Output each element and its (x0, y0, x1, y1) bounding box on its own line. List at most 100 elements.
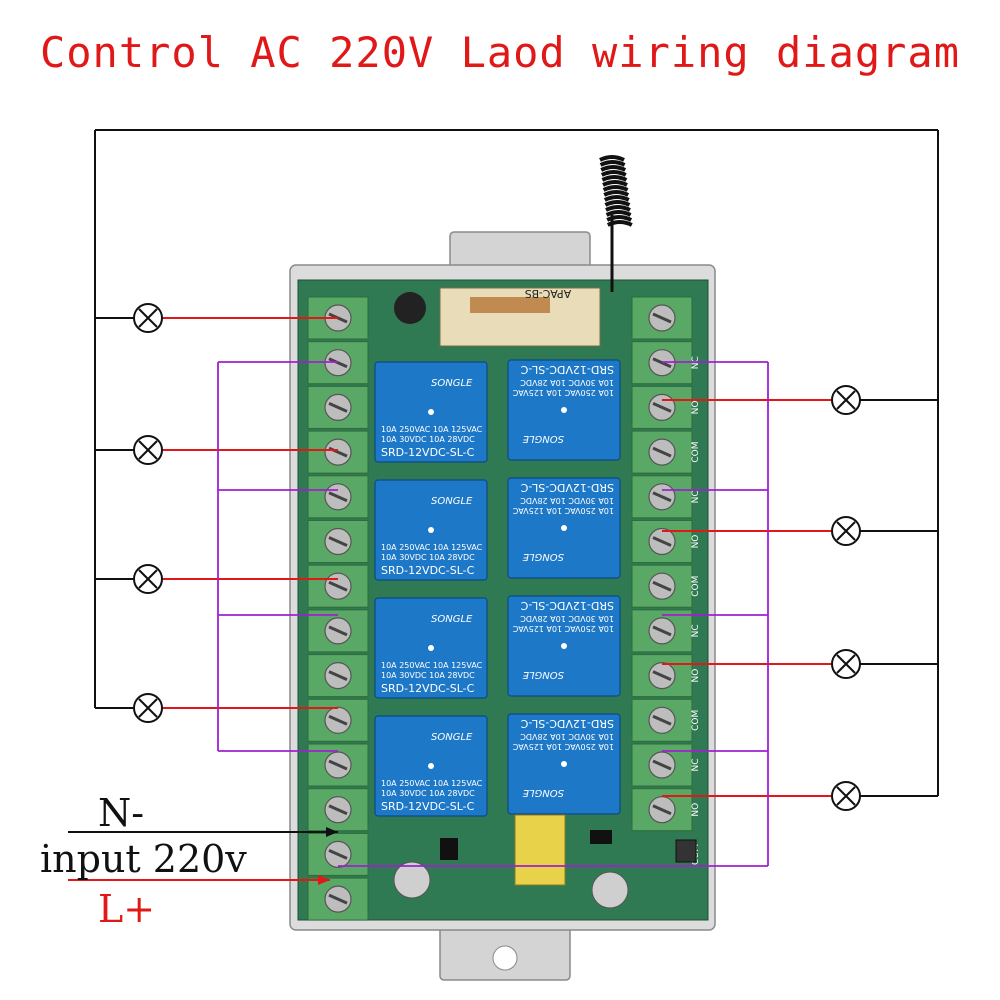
antenna-coil-turn (601, 175, 628, 182)
relay-brand: SONGLE (522, 551, 564, 562)
screw-terminal-icon (307, 832, 369, 876)
terminal-tag: NO (691, 535, 701, 549)
lamp-loads (133, 303, 861, 811)
lamp-x-circle-icon (831, 516, 861, 546)
relay-model: SRD-12VDC-SL-C (381, 682, 475, 695)
antenna-coil-turn (599, 160, 626, 167)
relay-rating-2: 10A 30VDC 10A 28VDC (520, 732, 614, 741)
relay-rating-2: 10A 30VDC 10A 28VDC (381, 553, 475, 562)
relay-brand: SONGLE (522, 433, 564, 444)
antenna-coil-turn (602, 180, 628, 187)
relay-rating-2: 10A 30VDC 10A 28VDC (381, 789, 475, 798)
relay-rating-1: 10A 250VAC 10A 125VAC (512, 624, 614, 633)
screw-terminal-icon (307, 609, 369, 653)
antenna-coil-turn (606, 220, 633, 227)
screw-terminal-icon (307, 654, 369, 698)
relay-brand: SONGLE (431, 378, 473, 389)
power-supply-area (393, 814, 697, 909)
relay-rating-2: 10A 30VDC 10A 28VDC (520, 378, 614, 387)
terminal-tag: NO (691, 669, 701, 683)
terminal-tag: COM (691, 576, 701, 597)
antenna-coil-turn (603, 190, 630, 197)
screw-terminal-icon (307, 877, 369, 921)
lamp-x-circle-icon (831, 385, 861, 415)
transformer (514, 814, 566, 886)
lamp-x-circle-icon (133, 693, 163, 723)
antenna-coil-turn (604, 200, 631, 207)
common-live-bus (217, 361, 769, 867)
screw-terminal-icon (631, 430, 693, 474)
relay-rating-1: 10A 250VAC 10A 125VAC (381, 661, 483, 670)
capacitor-left (393, 861, 431, 899)
relay-rating-1: 10A 250VAC 10A 125VAC (381, 543, 483, 552)
screw-terminal-icon (307, 520, 369, 563)
screw-terminal-icon (631, 520, 693, 563)
relay-rating-1: 10A 250VAC 10A 125VAC (512, 388, 614, 397)
capacitor-right (591, 871, 629, 909)
screw-terminal-icon (631, 475, 693, 519)
antenna-coil-turn (600, 170, 627, 177)
relay-rating-2: 10A 30VDC 10A 28VDC (520, 496, 614, 505)
antenna-coil-turn (602, 185, 629, 192)
live-label: L+ (98, 887, 155, 931)
antenna-coil-turn (606, 215, 633, 222)
screw-terminal-icon (631, 296, 693, 340)
input-feed: N- input 220v L+ (40, 791, 338, 931)
lamp-x-circle-icon (133, 564, 163, 594)
terminal-tag: NC (691, 624, 701, 637)
screw-terminal-icon (307, 475, 369, 519)
screw-terminal-icon (631, 385, 693, 429)
screw-terminal-icon (631, 609, 693, 653)
relay-rating-1: 10A 250VAC 10A 125VAC (381, 425, 483, 434)
relay-brand: SONGLE (431, 496, 473, 507)
relay-model: SRD-12VDC-SL-C (520, 481, 614, 494)
terminal-tag: COM (691, 442, 701, 463)
relay-brand: SONGLE (522, 787, 564, 798)
input-label: input 220v (40, 837, 247, 881)
diagram-title: Control AC 220V Laod wiring diagram (39, 28, 960, 77)
relay-rating-2: 10A 30VDC 10A 28VDC (381, 671, 475, 680)
terminal-tag: NO (691, 803, 701, 817)
load-wiring (95, 317, 938, 797)
relay-brand: SONGLE (431, 614, 473, 625)
terminal-tag: NC (691, 490, 701, 503)
screw-terminal-icon (307, 564, 369, 608)
live-arrow (318, 875, 330, 885)
relay-model: SRD-12VDC-SL-C (381, 800, 475, 813)
module-model-label: APAC-BS (525, 287, 571, 300)
relay-rating-1: 10A 250VAC 10A 125VAC (381, 779, 483, 788)
screw-terminal-icon (307, 385, 369, 429)
screw-terminal-icon (631, 698, 693, 742)
relay-rating-2: 10A 30VDC 10A 28VDC (520, 614, 614, 623)
relay-brand: SONGLE (431, 732, 473, 743)
antenna-coil-turn (600, 165, 627, 172)
screw-terminal-icon (631, 654, 693, 698)
relay-model: SRD-12VDC-SL-C (381, 446, 475, 459)
lamp-x-circle-icon (133, 303, 163, 333)
antenna-coil-turn (605, 210, 632, 217)
rf-receiver-module: APAC-BS (394, 287, 601, 347)
neutral-label: N- (98, 791, 144, 835)
relay-rating-1: 10A 250VAC 10A 125VAC (512, 742, 614, 751)
lamp-x-circle-icon (831, 781, 861, 811)
left-terminal-block (307, 296, 369, 921)
coiled-antenna-icon (599, 155, 633, 292)
relay-model: SRD-12VDC-SL-C (520, 363, 614, 376)
neutral-arrow (326, 827, 338, 837)
neutral-wiring (94, 129, 939, 796)
terminal-tag: NC (691, 758, 701, 771)
relay-brand: SONGLE (522, 669, 564, 680)
relay-model: SRD-12VDC-SL-C (520, 599, 614, 612)
screw-terminal-icon (307, 698, 369, 742)
learn-button[interactable] (675, 839, 697, 863)
lamp-x-circle-icon (831, 649, 861, 679)
